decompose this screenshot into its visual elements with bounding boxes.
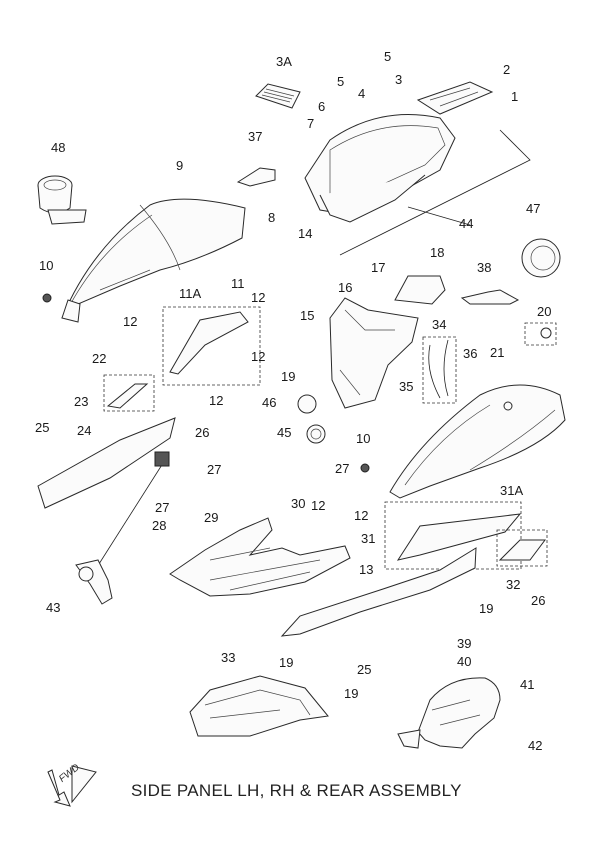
part-46-washer xyxy=(297,394,317,414)
part-41-fender xyxy=(397,677,501,749)
callout-label: 12 xyxy=(251,290,266,305)
callout-label: 46 xyxy=(262,395,277,410)
part-1-tray xyxy=(416,81,494,115)
callout-label: 38 xyxy=(477,260,492,275)
callout-label: 19 xyxy=(344,686,359,701)
callout-label: 23 xyxy=(74,394,89,409)
callout-label: 6 xyxy=(318,99,326,114)
callout-label: 9 xyxy=(176,158,184,173)
callout-label: 12 xyxy=(251,349,266,364)
part-10-nut xyxy=(360,463,370,473)
callout-label: 25 xyxy=(35,420,50,435)
callout-label: 44 xyxy=(459,216,474,231)
callout-label: 22 xyxy=(92,351,107,366)
callout-label: 27 xyxy=(207,462,222,477)
part-10-nut-lh xyxy=(42,293,52,303)
callout-label: 3A xyxy=(276,54,292,69)
callout-label: 14 xyxy=(298,226,313,241)
part-43-cable xyxy=(75,451,170,605)
callout-label: 26 xyxy=(195,425,210,440)
callout-label: 4 xyxy=(358,86,366,101)
callout-label: 7 xyxy=(307,116,315,131)
part-3-storage-box xyxy=(304,113,456,223)
callout-label: 5 xyxy=(384,49,392,64)
part-38-bracket xyxy=(460,289,520,305)
callout-label: 5 xyxy=(337,74,345,89)
callout-label: 10 xyxy=(356,431,371,446)
callout-label: 16 xyxy=(338,280,353,295)
callout-label: 36 xyxy=(463,346,478,361)
part-18-cover xyxy=(394,275,446,305)
callout-label: 39 xyxy=(457,636,472,651)
callout-label: 11A xyxy=(179,286,202,301)
callout-label: 24 xyxy=(77,423,92,438)
part-23-bracket xyxy=(103,374,155,412)
callout-label: 12 xyxy=(209,393,224,408)
callout-label: 17 xyxy=(371,260,386,275)
callout-label: 25 xyxy=(357,662,372,677)
part-13-rail xyxy=(280,547,477,637)
part-32-bracket xyxy=(496,529,548,567)
part-37-bracket xyxy=(236,167,276,187)
part-48-cap xyxy=(37,175,87,225)
callout-label: 10 xyxy=(39,258,54,273)
part-3a-pad xyxy=(255,83,301,109)
part-16-front-panel xyxy=(329,297,419,409)
callout-label: 45 xyxy=(277,425,292,440)
callout-label: 2 xyxy=(503,62,511,77)
callout-label: 12 xyxy=(311,498,326,513)
callout-label: 28 xyxy=(152,518,167,533)
part-33-tray xyxy=(189,675,329,737)
callout-label: 35 xyxy=(399,379,414,394)
callout-label: 19 xyxy=(281,369,296,384)
callout-label: 8 xyxy=(268,210,276,225)
callout-label: 21 xyxy=(490,345,505,360)
callout-label: 20 xyxy=(537,304,552,319)
callout-label: 47 xyxy=(526,201,541,216)
fwd-arrow-icon xyxy=(47,765,97,807)
callout-label: 41 xyxy=(520,677,535,692)
callout-label: 31 xyxy=(361,531,376,546)
part-20-bracket xyxy=(524,322,557,346)
callout-label: 43 xyxy=(46,600,61,615)
callout-label: 48 xyxy=(51,140,66,155)
callout-label: 12 xyxy=(354,508,369,523)
callout-label: 26 xyxy=(531,593,546,608)
part-24-rail xyxy=(37,417,176,509)
diagram-title: SIDE PANEL LH, RH & REAR ASSEMBLY xyxy=(131,781,462,800)
callout-label: 32 xyxy=(506,577,521,592)
part-9-side-panel xyxy=(61,198,246,323)
callout-label: 33 xyxy=(221,650,236,665)
callout-label: 13 xyxy=(359,562,374,577)
callout-label: 27 xyxy=(335,461,350,476)
callout-label: 18 xyxy=(430,245,445,260)
part-45-grommet xyxy=(306,424,326,444)
callout-label: 11 xyxy=(231,276,245,291)
callout-label: 19 xyxy=(279,655,294,670)
callout-label: 31A xyxy=(500,483,524,498)
part-29-floor-panel xyxy=(169,517,351,597)
callout-label: 42 xyxy=(528,738,543,753)
callout-label: 34 xyxy=(432,317,447,332)
part-21-side-panel xyxy=(389,384,566,499)
callout-label: 12 xyxy=(123,314,138,329)
part-11a-center-panel xyxy=(162,306,261,386)
leader-44 xyxy=(339,129,531,256)
callout-label: 29 xyxy=(204,510,219,525)
callout-label: 27 xyxy=(155,500,170,515)
callout-label: 15 xyxy=(300,308,315,323)
callout-label: 1 xyxy=(511,89,519,104)
callout-label: 40 xyxy=(457,654,472,669)
callout-label: 37 xyxy=(248,129,263,144)
part-47-ring xyxy=(521,238,561,278)
part-34-wire xyxy=(422,336,457,404)
callout-label: 30 xyxy=(291,496,306,511)
callout-label: 3 xyxy=(395,72,403,87)
callout-label: 19 xyxy=(479,601,494,616)
